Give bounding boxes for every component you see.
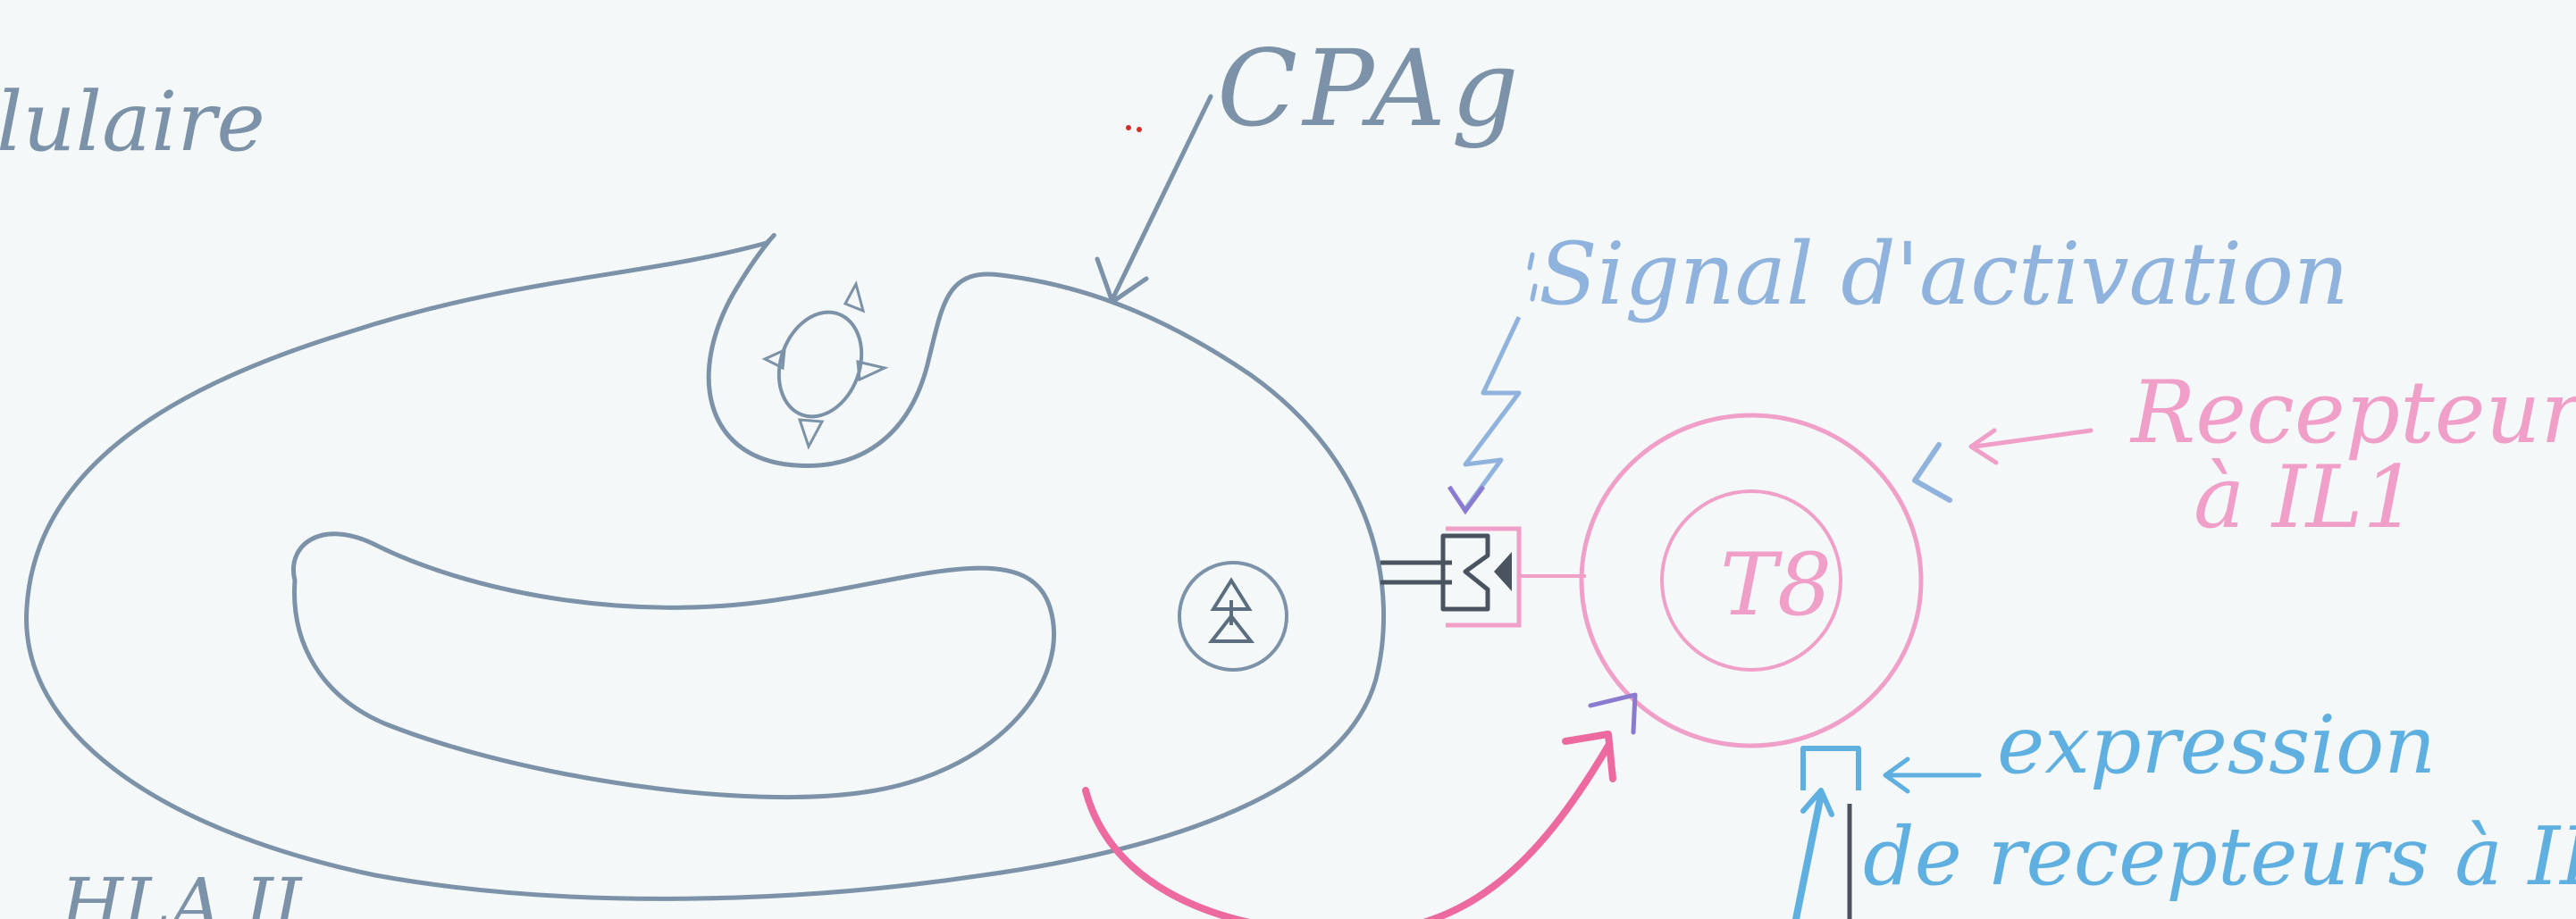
label-cellulaire-fragment: lulaire	[0, 74, 265, 170]
il2-receptor-marker	[1792, 746, 1982, 919]
engulfed-antigen	[761, 280, 889, 450]
il1-pink-arrow	[1082, 692, 1638, 919]
label-cpag: CPAg	[1217, 27, 1524, 150]
signal-lightning-icon	[1447, 252, 1538, 515]
cpag-cell-outline	[24, 232, 1386, 901]
red-dots	[1126, 125, 1142, 132]
label-expression-line2: de recepteurs à IL2	[1863, 810, 2576, 904]
label-hla: HLA II	[59, 863, 303, 919]
label-recepteurs-il1-line1: Recepteurs	[2129, 363, 2576, 463]
hla-tcr-connector	[1380, 526, 1586, 628]
t8-cell: T8	[1579, 413, 1924, 748]
nucleus-outline	[291, 531, 1056, 800]
antigen-vesicle	[1178, 561, 1288, 672]
cpag-arrow	[1095, 94, 1213, 305]
label-expression-line1: expression	[1997, 698, 2436, 792]
label-signal-activation: Signal d'activation	[1539, 224, 2349, 324]
il1-receptor-marker	[1912, 428, 2094, 503]
label-recepteurs-il1-line2: à IL1	[2194, 447, 2418, 547]
t8-label: T8	[1720, 535, 1832, 635]
